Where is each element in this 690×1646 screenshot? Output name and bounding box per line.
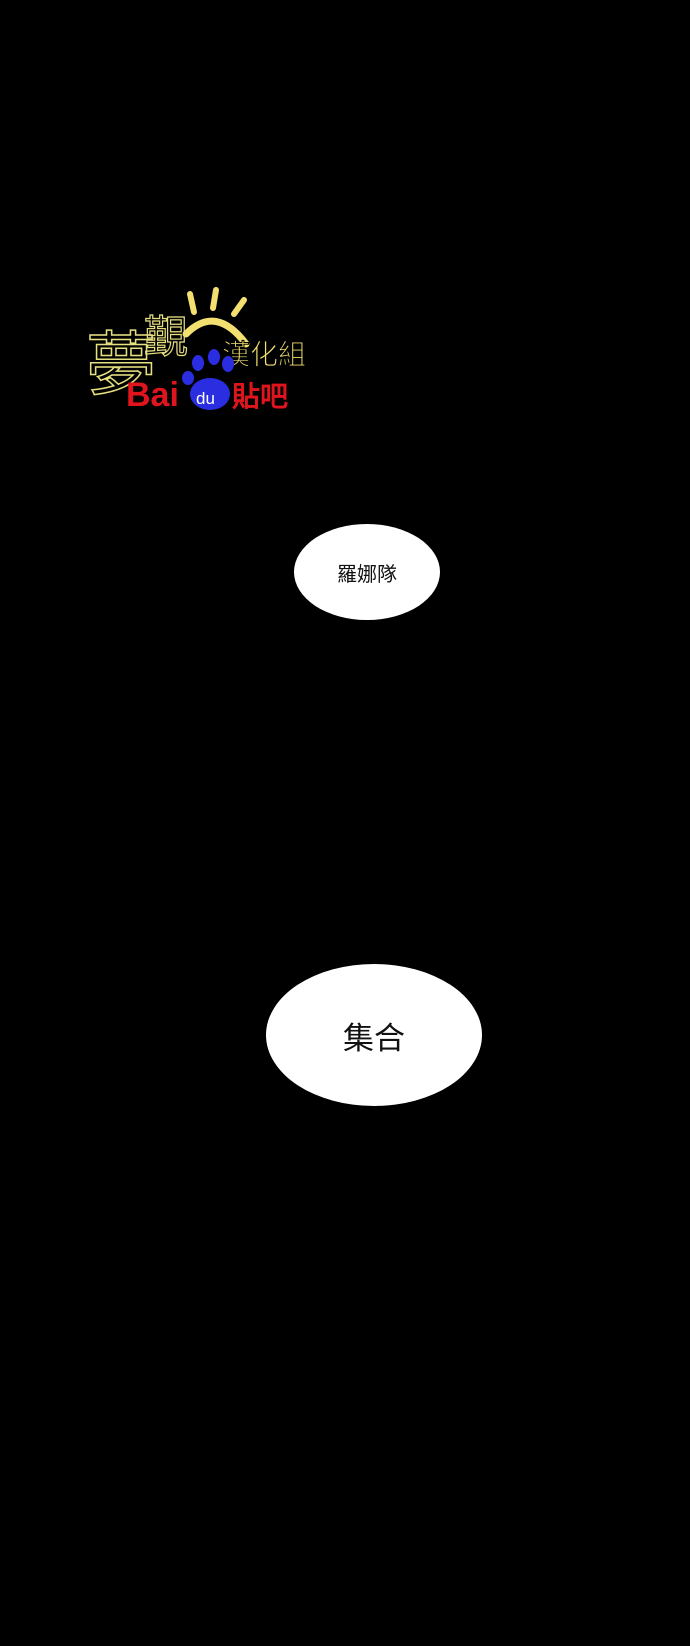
baidu-paw-icon: [182, 349, 234, 410]
logo-group-name: 漢化組: [222, 338, 306, 371]
logo-baidu: Bai: [126, 376, 179, 414]
sun-icon: [182, 287, 250, 348]
scanlation-group-logo: 夢 覲 漢化組 Bai du 貼吧: [85, 284, 346, 440]
svg-text:覲: 覲: [144, 312, 188, 363]
bubble-text: 羅娜隊: [337, 561, 397, 586]
bubble-text: 集合: [343, 1020, 405, 1057]
speech-bubble: 羅娜隊: [294, 524, 440, 620]
svg-text:du: du: [196, 389, 215, 408]
speech-bubble: 集合: [266, 964, 482, 1106]
logo-tieba: 貼吧: [232, 380, 288, 413]
logo-calligraphy: 夢: [86, 324, 156, 406]
